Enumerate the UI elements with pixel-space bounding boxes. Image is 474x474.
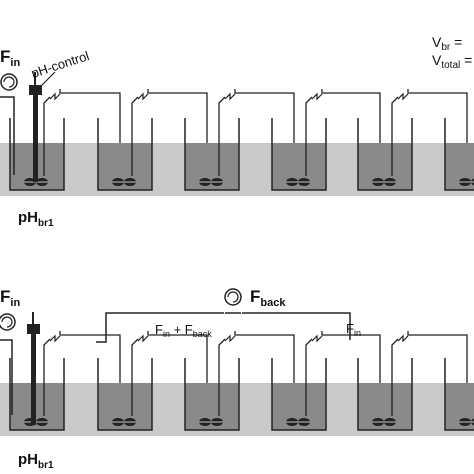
valve-icon bbox=[311, 334, 323, 343]
stirrer-icon bbox=[199, 418, 223, 426]
valve-icon bbox=[137, 92, 149, 101]
top-ph-probe bbox=[29, 71, 56, 182]
transfer-pipe bbox=[234, 89, 295, 163]
vessel-wall bbox=[444, 358, 474, 431]
valve-icon bbox=[224, 92, 236, 101]
outlet-tube bbox=[131, 338, 139, 416]
vessel-wall bbox=[9, 118, 65, 191]
top-inlet-pump bbox=[0, 73, 18, 175]
vessel-wall bbox=[184, 358, 240, 431]
transfer-pipe bbox=[407, 331, 468, 403]
outlet-tube bbox=[305, 338, 313, 416]
outlet-tube bbox=[305, 96, 313, 176]
stirrer-icon bbox=[459, 178, 474, 186]
transfer-pipe bbox=[407, 89, 468, 163]
fin-flow-label: Fin bbox=[346, 321, 361, 338]
bottom-vessel-2 bbox=[97, 331, 208, 431]
top-ph-control-label: pH-control bbox=[29, 48, 91, 81]
mix-flow-label: Fin + Fback bbox=[155, 322, 212, 339]
vessel-wall bbox=[184, 118, 240, 191]
vessel-wall bbox=[357, 118, 413, 191]
back-flow-label: Fback bbox=[250, 287, 286, 309]
transfer-pipe bbox=[234, 331, 295, 403]
back-flow-pump bbox=[224, 288, 242, 306]
legend-vtotal: Vtotal = bbox=[432, 52, 472, 71]
back-flow-loop bbox=[96, 288, 351, 343]
bottom-flow-in-label: Fin bbox=[0, 287, 20, 309]
top-ph-label: pHbr1 bbox=[18, 209, 54, 229]
top-vessel-3 bbox=[184, 89, 295, 191]
valve-icon bbox=[397, 334, 409, 343]
legend-vbr: Vbr = bbox=[432, 34, 462, 53]
top-vessel-4 bbox=[271, 89, 381, 191]
valve-icon bbox=[49, 334, 61, 343]
bottom-vessel-6 bbox=[444, 358, 474, 431]
bottom-ph-label: pHbr1 bbox=[18, 451, 54, 471]
vessel-wall bbox=[97, 358, 153, 431]
outlet-tube bbox=[131, 96, 139, 176]
bottom-vessel-5 bbox=[357, 331, 468, 431]
top-system: Fin pH-control pHbr1 Vbr = Vtotal = bbox=[0, 34, 474, 229]
outlet-tube bbox=[43, 96, 51, 176]
transfer-pipe bbox=[147, 331, 208, 403]
vessel-wall bbox=[97, 118, 153, 191]
top-vessel-5 bbox=[357, 89, 468, 191]
stirrer-icon bbox=[112, 418, 136, 426]
valve-icon bbox=[397, 92, 409, 101]
stirrer-icon bbox=[199, 178, 223, 186]
transfer-pipe bbox=[321, 331, 381, 403]
transfer-pipe bbox=[147, 89, 208, 163]
top-flow-in-label: Fin bbox=[0, 47, 20, 69]
transfer-pipe bbox=[59, 89, 121, 163]
bottom-system: Fin Fback Fin + Fback Fin pHbr1 bbox=[0, 287, 474, 471]
bottom-ph-probe bbox=[27, 312, 40, 425]
stirrer-icon bbox=[112, 178, 136, 186]
vessel-wall bbox=[357, 358, 413, 431]
stirrer-icon bbox=[286, 178, 310, 186]
vessel-wall bbox=[271, 358, 327, 431]
vessel-wall bbox=[271, 118, 327, 191]
stirrer-icon bbox=[372, 418, 396, 426]
bottom-vessel-1 bbox=[9, 331, 121, 431]
valve-icon bbox=[311, 92, 323, 101]
transfer-pipe bbox=[59, 331, 121, 403]
transfer-pipe bbox=[321, 89, 381, 163]
valve-icon bbox=[224, 334, 236, 343]
top-vessel-6 bbox=[444, 118, 474, 191]
bottom-inlet-pump bbox=[0, 313, 16, 415]
outlet-tube bbox=[391, 338, 399, 416]
outlet-tube bbox=[218, 338, 226, 416]
vessel-wall bbox=[444, 118, 474, 191]
outlet-tube bbox=[218, 96, 226, 176]
bottom-vessel-4 bbox=[271, 331, 381, 431]
bottom-vessel-3 bbox=[184, 331, 295, 431]
valve-icon bbox=[137, 334, 149, 343]
outlet-tube bbox=[43, 338, 51, 416]
valve-icon bbox=[49, 92, 61, 101]
top-vessel-2 bbox=[97, 89, 208, 191]
outlet-tube bbox=[391, 96, 399, 176]
stirrer-icon bbox=[459, 418, 474, 426]
stirrer-icon bbox=[372, 178, 396, 186]
vessel-wall bbox=[9, 358, 65, 431]
stirrer-icon bbox=[286, 418, 310, 426]
